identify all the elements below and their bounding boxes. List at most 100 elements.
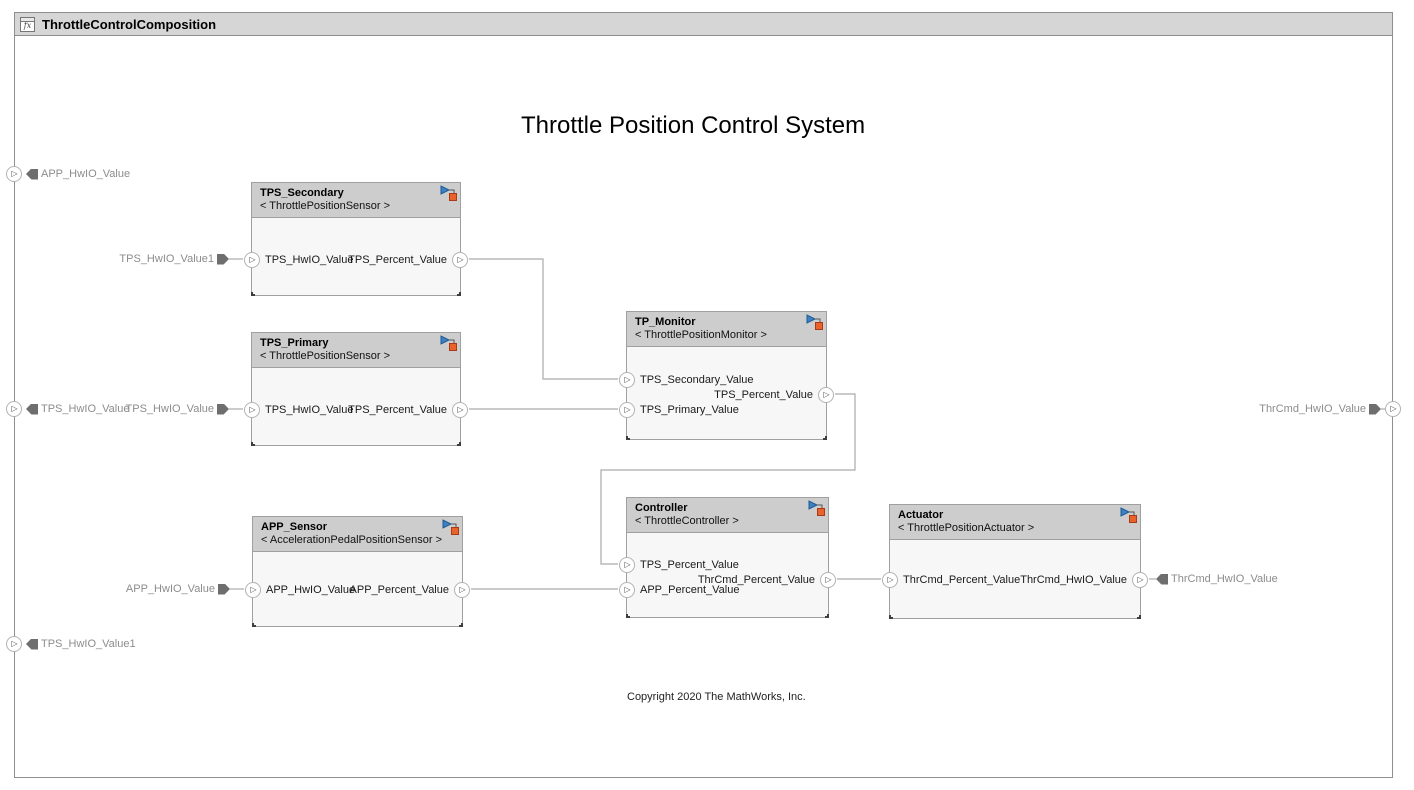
input-port[interactable]: ▷ (882, 572, 898, 588)
boundary-port-label-row: APP_HwIO_Value (26, 167, 130, 181)
window-title: ThrottleControlComposition (42, 16, 217, 32)
port-triangle-icon: ▷ (825, 575, 832, 584)
component-actuator[interactable]: Actuator < ThrottlePositionActuator > ▷ … (882, 504, 1148, 619)
input-port-label: ThrCmd_Percent_Value (903, 574, 1021, 586)
connection[interactable] (600, 393, 856, 565)
copyright-note: Copyright 2020 The MathWorks, Inc. (627, 691, 806, 703)
component-header: TPS_Primary < ThrottlePositionSensor > (252, 333, 460, 368)
port-triangle-icon: ▷ (624, 585, 631, 594)
component-stereotype: < ThrottlePositionSensor > (260, 350, 391, 362)
component-name: TPS_Primary (260, 337, 329, 349)
input-port[interactable]: ▷ (619, 402, 635, 418)
component-tp-monitor[interactable]: TP_Monitor < ThrottlePositionMonitor > ▷… (619, 311, 834, 440)
connection-label: TPS_HwIO_Value1 (119, 253, 214, 265)
port-triangle-icon: ▷ (1390, 404, 1397, 413)
connection-label: TPS_HwIO_Value (125, 403, 214, 415)
input-port[interactable]: ▷ (619, 557, 635, 573)
input-port-label: APP_Percent_Value (640, 584, 740, 596)
input-port-label: TPS_Secondary_Value (640, 374, 754, 386)
port-triangle-icon: ▷ (249, 255, 256, 264)
component-header: Controller < ThrottleController > (627, 498, 828, 533)
output-port[interactable]: ▷ (820, 572, 836, 588)
boundary-port-tps-hwio[interactable]: ▷ (6, 401, 22, 417)
component-stereotype: < ThrottleController > (635, 515, 739, 527)
port-arrow-icon (217, 253, 229, 265)
boundary-port-label: ThrCmd_HwIO_Value (1259, 403, 1366, 415)
component-name: Actuator (898, 509, 944, 521)
input-port[interactable]: ▷ (619, 582, 635, 598)
port-arrow-icon (26, 638, 38, 650)
component-app-sensor[interactable]: APP_Sensor < AccelerationPedalPositionSe… (245, 516, 470, 627)
linked-model-badge-icon (440, 335, 457, 351)
boundary-port-label-row: TPS_HwIO_Value (26, 402, 129, 416)
port-triangle-icon: ▷ (624, 375, 631, 384)
connection[interactable] (469, 258, 618, 380)
input-port-label: TPS_HwIO_Value (265, 254, 354, 266)
port-triangle-icon: ▷ (624, 560, 631, 569)
port-triangle-icon: ▷ (457, 255, 464, 264)
port-triangle-icon: ▷ (459, 585, 466, 594)
port-triangle-icon: ▷ (887, 575, 894, 584)
component-controller[interactable]: Controller < ThrottleController > ▷ TPS_… (619, 497, 836, 618)
boundary-port-label-row: ThrCmd_HwIO_Value (1240, 402, 1381, 416)
boundary-port-tps-hwio1[interactable]: ▷ (6, 636, 22, 652)
output-port-label: TPS_Percent_Value (348, 404, 447, 416)
output-port[interactable]: ▷ (454, 582, 470, 598)
port-triangle-icon: ▷ (11, 639, 18, 648)
port-arrow-icon (218, 583, 230, 595)
linked-model-badge-icon (1120, 507, 1137, 523)
component-stereotype: < AccelerationPedalPositionSensor > (261, 534, 443, 546)
port-arrow-icon (26, 403, 38, 415)
port-triangle-icon: ▷ (249, 405, 256, 414)
output-port-label: APP_Percent_Value (349, 584, 449, 596)
boundary-port-label: TPS_HwIO_Value (41, 403, 130, 415)
component-tps-primary[interactable]: TPS_Primary < ThrottlePositionSensor > ▷… (244, 332, 468, 446)
component-name: TP_Monitor (635, 316, 696, 328)
output-port[interactable]: ▷ (452, 402, 468, 418)
port-triangle-icon: ▷ (823, 390, 830, 399)
linked-model-badge-icon (440, 185, 457, 201)
port-triangle-icon: ▷ (250, 585, 257, 594)
output-port[interactable]: ▷ (818, 387, 834, 403)
boundary-port-label-row: TPS_HwIO_Value1 (26, 637, 136, 651)
component-name: APP_Sensor (261, 521, 328, 533)
component-stereotype: < ThrottlePositionSensor > (260, 200, 391, 212)
linked-model-badge-icon (442, 519, 459, 535)
fx-icon: fx (20, 16, 35, 32)
connection-label: APP_HwIO_Value (125, 583, 215, 595)
linked-model-badge-icon (806, 314, 823, 330)
output-port-label: TPS_Percent_Value (348, 254, 447, 266)
connection-label-row: TPS_HwIO_Value1 (99, 252, 229, 266)
component-name: TPS_Secondary (260, 187, 344, 199)
connection-label-row: TPS_HwIO_Value (99, 402, 229, 416)
component-tps-secondary[interactable]: TPS_Secondary < ThrottlePositionSensor >… (244, 182, 468, 296)
connection-label-row: ThrCmd_HwIO_Value (1156, 572, 1278, 586)
port-triangle-icon: ▷ (11, 169, 18, 178)
port-arrow-icon (1369, 403, 1381, 415)
boundary-port-thrcmd-hwio[interactable]: ▷ (1385, 401, 1401, 417)
input-port[interactable]: ▷ (619, 372, 635, 388)
output-port-label: ThrCmd_Percent_Value (697, 574, 815, 586)
output-port-label: TPS_Percent_Value (714, 389, 813, 401)
port-arrow-icon (217, 403, 229, 415)
subsystem-window-frame: fx ThrottleControlComposition (14, 12, 1393, 778)
linked-model-badge-icon (808, 500, 825, 516)
output-port-label: ThrCmd_HwIO_Value (1020, 574, 1127, 586)
diagram-title: Throttle Position Control System (521, 112, 866, 139)
input-port[interactable]: ▷ (245, 582, 261, 598)
output-port[interactable]: ▷ (452, 252, 468, 268)
output-port[interactable]: ▷ (1132, 572, 1148, 588)
port-triangle-icon: ▷ (11, 404, 18, 413)
input-port[interactable]: ▷ (244, 402, 260, 418)
port-triangle-icon: ▷ (457, 405, 464, 414)
connection-label: ThrCmd_HwIO_Value (1171, 573, 1278, 585)
port-triangle-icon: ▷ (1137, 575, 1144, 584)
port-arrow-icon (26, 168, 38, 180)
component-header: TP_Monitor < ThrottlePositionMonitor > (627, 312, 826, 347)
boundary-port-app-hwio[interactable]: ▷ (6, 166, 22, 182)
port-triangle-icon: ▷ (624, 405, 631, 414)
port-arrow-icon (1156, 573, 1168, 585)
input-port[interactable]: ▷ (244, 252, 260, 268)
